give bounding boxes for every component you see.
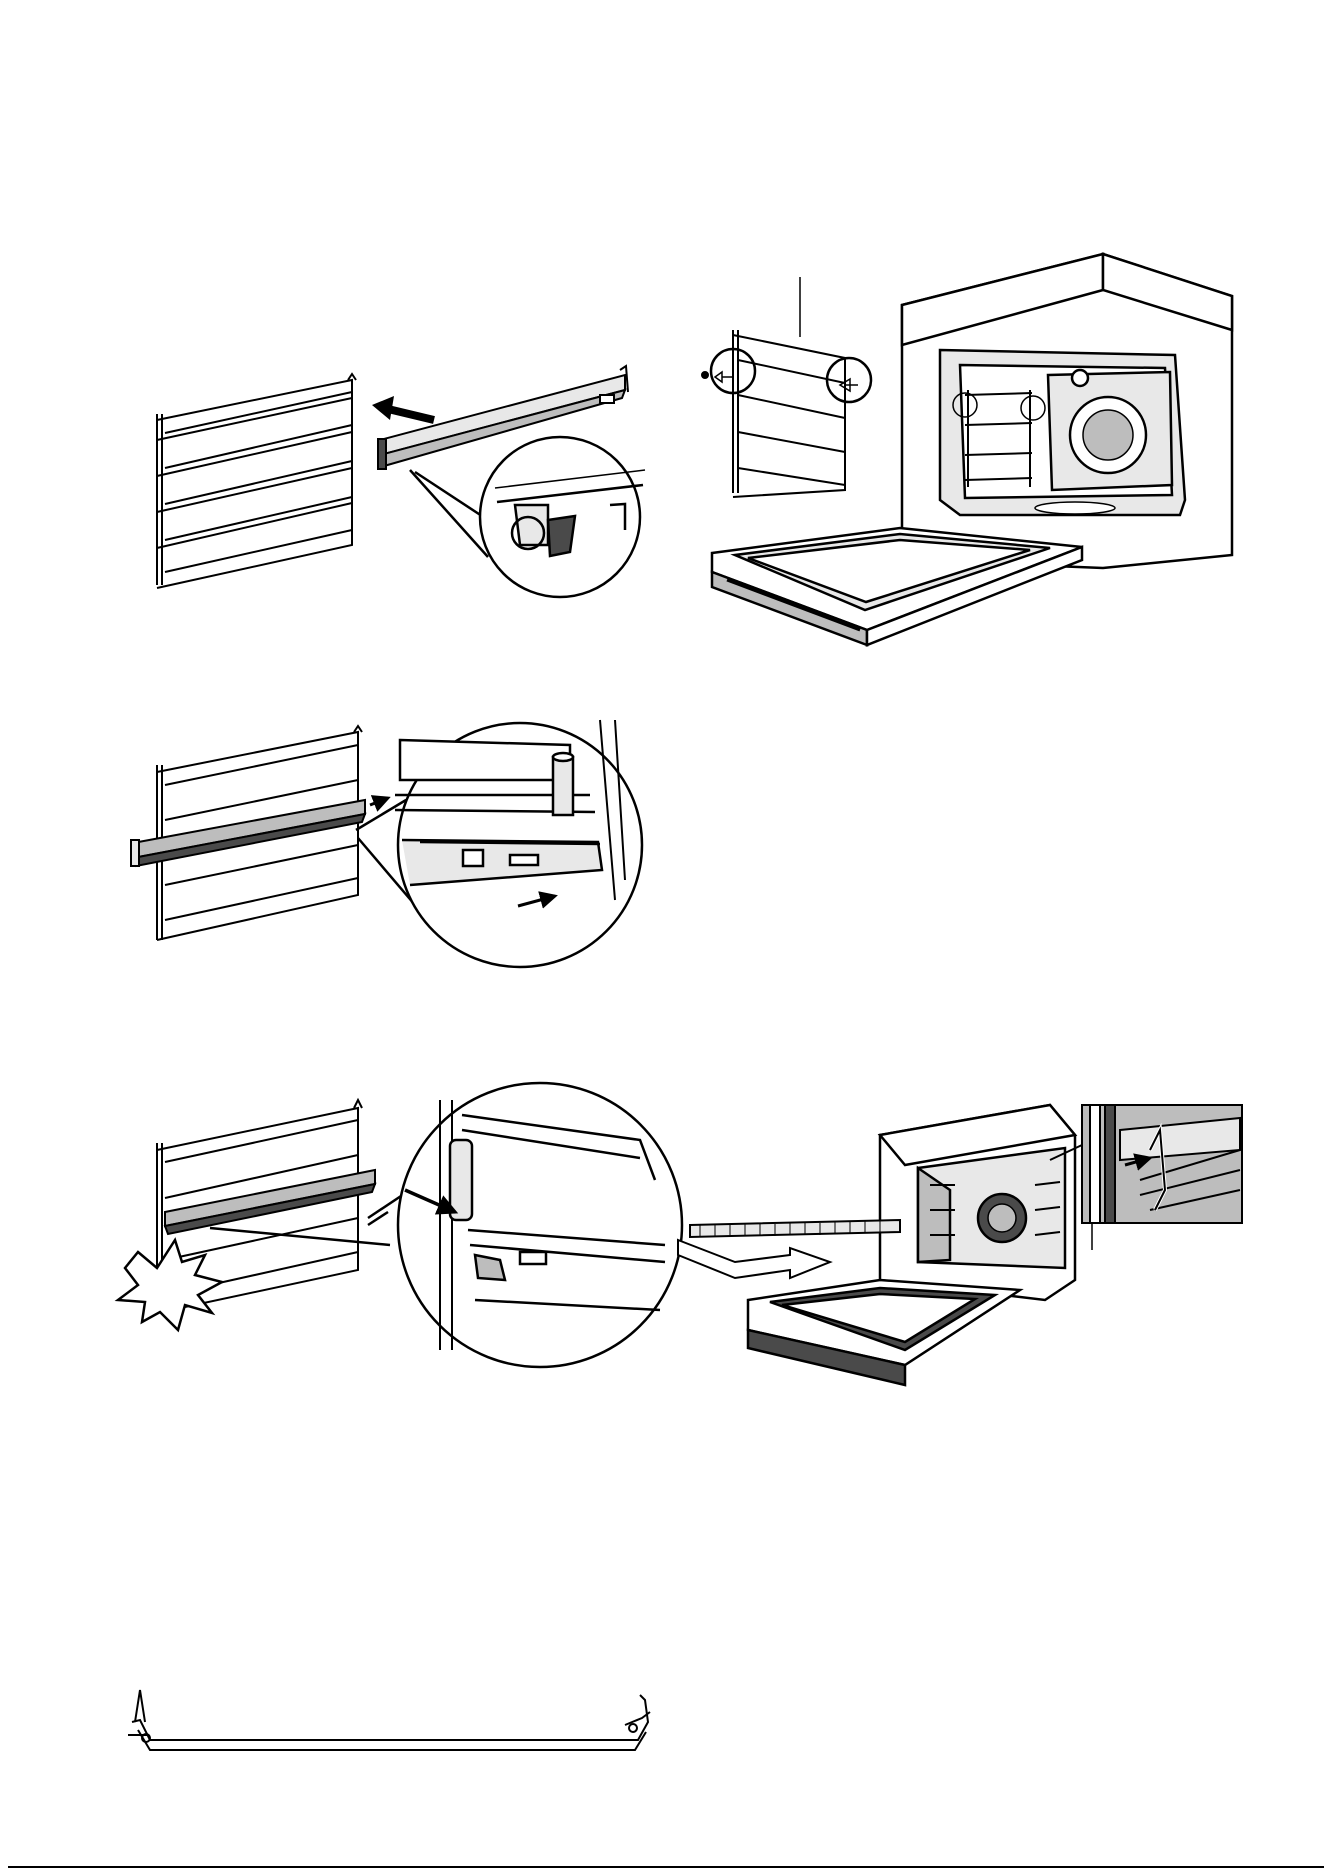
page-footer-rule <box>8 1866 1324 1868</box>
telescopic-rail-icon <box>165 1170 375 1234</box>
oven-door-icon <box>748 1280 1020 1385</box>
wire-rod-icon <box>128 1690 650 1750</box>
side-grid-icon <box>702 277 871 497</box>
detail-box-icon <box>1050 1105 1242 1250</box>
fig-fit-side-grid-oven <box>702 254 1232 645</box>
magnifier-icon <box>356 720 642 967</box>
magnifier-icon <box>410 437 645 597</box>
oven-door-icon <box>712 528 1082 645</box>
wire-shelf-icon <box>690 1220 900 1237</box>
arrow-icon <box>678 1240 830 1278</box>
fig-click-rail-lock <box>118 1083 682 1367</box>
oven-cavity-icon <box>902 254 1232 568</box>
click-burst-icon <box>118 1240 222 1330</box>
fig-wire-rod <box>128 1690 650 1750</box>
oven-cavity-icon <box>880 1105 1075 1300</box>
fig-attach-telescopic-rail <box>157 366 645 597</box>
fig-slide-rail-clip <box>131 720 642 967</box>
telescopic-rail-icon <box>131 800 365 866</box>
arrow-icon <box>372 396 434 420</box>
side-grid-icon <box>157 374 356 588</box>
magnifier-icon <box>210 1083 682 1367</box>
arrow-icon <box>370 798 388 805</box>
fig-insert-tray-oven <box>678 1105 1242 1385</box>
